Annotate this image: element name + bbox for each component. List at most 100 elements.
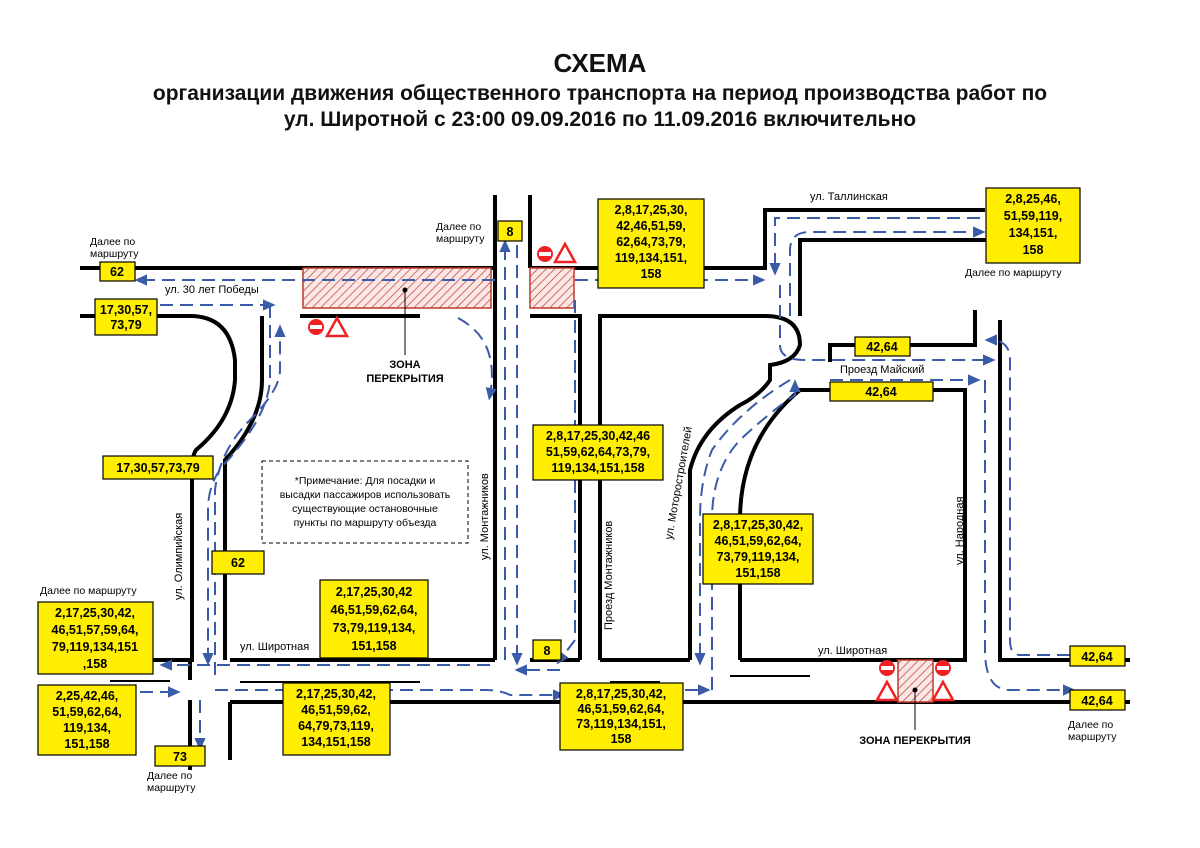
svg-text:2,25,42,46,: 2,25,42,46, [56, 689, 119, 703]
route-box-8-top: 8 [497, 220, 523, 242]
street-label-tallinskaya: ул. Таллинская [810, 191, 888, 203]
route-box-17-30-57-73-79: 17,30,57,73,79 [102, 455, 214, 480]
svg-text:8: 8 [544, 644, 551, 658]
svg-text:46,51,59,62,64,: 46,51,59,62,64, [331, 603, 418, 617]
svg-text:2,8,17,25,30,42,: 2,8,17,25,30,42, [576, 687, 666, 701]
street-label-proezd-montazhnikov: Проезд Монтажников [603, 521, 615, 630]
note-line-3: существующие остановочные [292, 503, 438, 515]
detour-routes [134, 217, 1076, 751]
svg-text:46,51,59,62,64,: 46,51,59,62,64, [578, 702, 665, 716]
route-box-73: 73 [154, 745, 206, 767]
further-label-sw-1: Далее по [147, 770, 192, 782]
svg-text:119,134,: 119,134, [63, 721, 111, 735]
svg-text:151,158: 151,158 [735, 566, 780, 580]
street-label-maysky: Проезд Майский [840, 364, 924, 376]
svg-text:134,151,: 134,151, [1009, 226, 1058, 240]
route-box-42-64-a: 42,64 [854, 336, 911, 357]
svg-text:51,59,119,: 51,59,119, [1004, 209, 1062, 223]
street-label-pobedy: ул. 30 лет Победы [165, 284, 259, 296]
route-box-top-center: 2,8,17,25,30, 42,46,51,59, 62,64,73,79, … [597, 198, 705, 289]
svg-text:62,64,73,79,: 62,64,73,79, [616, 235, 686, 249]
schema-subtitle-line1: организации движения общественного транс… [152, 82, 1048, 105]
further-label-top-2: маршруту [436, 233, 485, 245]
svg-text:46,51,57,59,64,: 46,51,57,59,64, [52, 623, 139, 637]
svg-text:2,17,25,30,42: 2,17,25,30,42 [336, 585, 413, 599]
further-label-nw-2: маршруту [90, 248, 139, 260]
svg-text:2,17,25,30,42,: 2,17,25,30,42, [55, 606, 135, 620]
svg-text:42,64: 42,64 [1081, 694, 1112, 708]
note-line-2: высадки пассажиров использовать [280, 489, 451, 501]
svg-text:2,8,17,25,30,42,46: 2,8,17,25,30,42,46 [546, 429, 650, 443]
route-box-motorostroiteley: 2,8,17,25,30,42, 46,51,59,62,64, 73,79,1… [702, 513, 814, 585]
svg-text:158: 158 [641, 267, 662, 281]
svg-text:151,158: 151,158 [351, 639, 396, 653]
roadwork-sign-icon [324, 241, 956, 702]
street-label-shirotnaya-east: ул. Широтная [818, 645, 887, 657]
route-box-8-bottom: 8 [532, 639, 562, 661]
route-box-south-1: 2,17,25,30,42, 46,51,59,62, 64,79,73,119… [282, 682, 391, 756]
closure-zone-north-west [302, 267, 492, 309]
svg-text:2,17,25,30,42,: 2,17,25,30,42, [296, 687, 376, 701]
svg-text:2,8,17,25,30,42,: 2,8,17,25,30,42, [713, 518, 803, 532]
svg-text:42,46,51,59,: 42,46,51,59, [616, 219, 686, 233]
svg-text:17,30,57,: 17,30,57, [100, 303, 152, 317]
svg-text:73,79,119,134,: 73,79,119,134, [717, 550, 800, 564]
further-label-sw-2: маршруту [147, 782, 196, 794]
closure-zone-north: ЗОНА ПЕРЕКРЫТИЯ [302, 267, 575, 385]
note-line-4: пункты по маршруту объезда [294, 517, 437, 529]
svg-text:73,79: 73,79 [110, 318, 141, 332]
svg-text:17,30,57,73,79: 17,30,57,73,79 [116, 461, 199, 475]
svg-text:62: 62 [110, 265, 124, 279]
svg-text:119,134,151,: 119,134,151, [615, 251, 687, 265]
svg-text:151,158: 151,158 [64, 737, 109, 751]
route-box-montazhnikov: 2,8,17,25,30,42,46 51,59,62,64,73,79, 11… [532, 424, 664, 481]
svg-text:73,79,119,134,: 73,79,119,134, [333, 621, 416, 635]
route-box-ne: 2,8,25,46, 51,59,119, 134,151, 158 [985, 187, 1081, 264]
note-box: *Примечание: Для посадки и высадки пасса… [261, 460, 469, 544]
further-label-top-1: Далее по [436, 221, 481, 233]
svg-text:51,59,62,64,73,79,: 51,59,62,64,73,79, [546, 445, 650, 459]
svg-text:42,64: 42,64 [865, 385, 896, 399]
route-box-42-64-b: 42,64 [829, 381, 934, 402]
svg-text:134,151,158: 134,151,158 [301, 735, 371, 749]
schema-title: СХЕМА [553, 48, 647, 78]
route-box-62-nw: 62 [99, 261, 136, 282]
svg-text:8: 8 [507, 225, 514, 239]
route-box-42-64-d: 42,64 [1069, 689, 1126, 711]
further-label-w: Далее по маршруту [40, 585, 137, 597]
svg-text:119,134,151,158: 119,134,151,158 [551, 461, 644, 475]
svg-text:158: 158 [1023, 243, 1044, 257]
zone-label-south: ЗОНА ПЕРЕКРЫТИЯ [859, 735, 971, 747]
schema-subtitle-line2: ул. Широтной с 23:00 09.09.2016 по 11.09… [283, 108, 917, 131]
svg-text:2,8,17,25,30,: 2,8,17,25,30, [615, 203, 688, 217]
svg-text:,158: ,158 [83, 657, 107, 671]
note-line-1: *Примечание: Для посадки и [295, 475, 436, 487]
route-box-south-2: 2,8,17,25,30,42, 46,51,59,62,64, 73,119,… [559, 682, 684, 751]
further-label-se-1: Далее по [1068, 719, 1113, 731]
svg-text:42,64: 42,64 [866, 340, 897, 354]
svg-text:62: 62 [231, 556, 245, 570]
route-box-42-64-c: 42,64 [1069, 645, 1126, 667]
route-box-sw: 2,25,42,46, 51,59,62,64, 119,134, 151,15… [37, 684, 137, 756]
street-label-olimpiyskaya: ул. Олимпийская [173, 513, 185, 600]
svg-text:79,119,134,151: 79,119,134,151 [52, 640, 138, 654]
route-box-17-30-57: 17,30,57, 73,79 [94, 298, 158, 336]
zone-label-north-1: ЗОНА [389, 359, 420, 371]
svg-text:46,51,59,62,: 46,51,59,62, [301, 703, 371, 717]
svg-text:46,51,59,62,64,: 46,51,59,62,64, [715, 534, 802, 548]
street-label-shirotnaya-west: ул. Широтная [240, 641, 309, 653]
route-box-west: 2,17,25,30,42, 46,51,57,59,64, 79,119,13… [37, 601, 154, 675]
svg-text:2,8,25,46,: 2,8,25,46, [1005, 192, 1061, 206]
route-box-shirotnaya: 2,17,25,30,42 46,51,59,62,64, 73,79,119,… [319, 579, 429, 659]
svg-text:42,64: 42,64 [1081, 650, 1112, 664]
street-label-montazhnikov: ул. Монтажников [479, 473, 491, 560]
svg-text:73: 73 [173, 750, 187, 764]
no-entry-sign-icon [308, 246, 951, 676]
svg-text:64,79,73,119,: 64,79,73,119, [298, 719, 374, 733]
closure-zone-north-east [529, 267, 575, 309]
street-label-narodnaya: ул. Народная [954, 497, 966, 565]
further-label-se-2: маршруту [1068, 731, 1117, 743]
svg-text:73,119,134,151,: 73,119,134,151, [576, 717, 666, 731]
closure-zone-south: ЗОНА ПЕРЕКРЫТИЯ [859, 659, 971, 747]
